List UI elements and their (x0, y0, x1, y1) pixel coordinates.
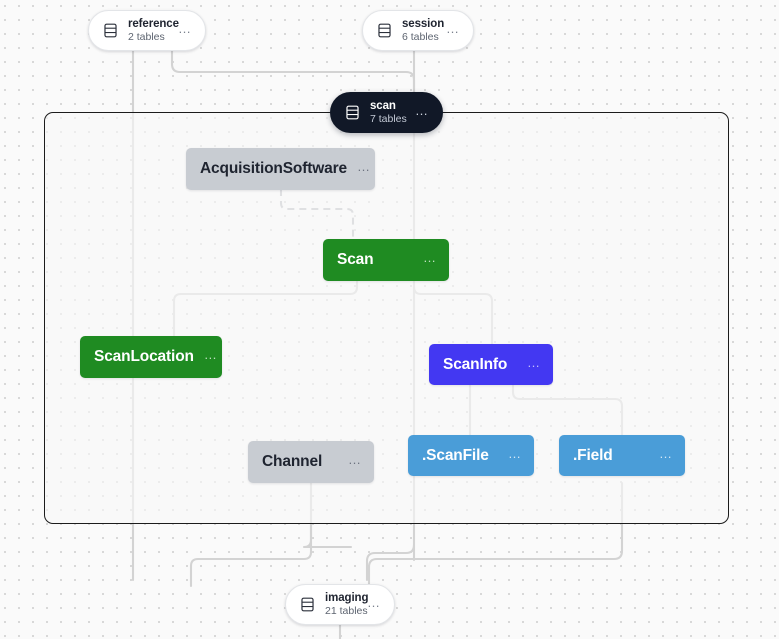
schema-node-title: session (402, 17, 445, 30)
table-node-label: .ScanFile (422, 446, 489, 464)
table-node-menu-icon[interactable]: … (423, 250, 437, 265)
schema-node-text: session 6 tables (402, 17, 445, 44)
edge-session-to-imaging (365, 543, 416, 582)
schema-node-subtitle: 7 tables (370, 112, 407, 125)
table-node-scanlocation[interactable]: ScanLocation … (80, 336, 222, 378)
table-node-menu-icon[interactable]: … (527, 354, 541, 370)
schema-node-scan[interactable]: scan 7 tables … (330, 92, 443, 133)
database-icon (378, 23, 391, 38)
table-node-scanfile[interactable]: .ScanFile … (408, 435, 534, 476)
table-node-label: ScanInfo (443, 355, 508, 373)
table-node-menu-icon[interactable]: … (659, 445, 673, 461)
schema-node-menu-icon[interactable]: … (446, 20, 460, 36)
table-node-label: ScanLocation (94, 348, 194, 365)
schema-node-reference[interactable]: reference 2 tables … (88, 10, 206, 51)
table-node-label: AcquisitionSoftware (200, 160, 347, 177)
schema-node-subtitle: 2 tables (128, 30, 165, 43)
schema-node-subtitle: 6 tables (402, 30, 439, 43)
schema-node-title: scan (370, 99, 396, 112)
database-icon (346, 105, 359, 120)
schema-node-imaging[interactable]: imaging 21 tables … (285, 584, 395, 625)
schema-node-title: imaging (325, 591, 369, 604)
schema-node-text: imaging 21 tables (325, 591, 369, 618)
table-node-field[interactable]: .Field … (559, 435, 685, 476)
schema-node-menu-icon[interactable]: … (367, 594, 381, 610)
table-node-menu-icon[interactable]: … (508, 445, 522, 461)
database-icon (301, 597, 314, 612)
table-node-scan[interactable]: Scan … (323, 239, 449, 281)
schema-node-title: reference (128, 17, 179, 30)
table-node-scaninfo[interactable]: ScanInfo … (429, 344, 553, 385)
schema-node-menu-icon[interactable]: … (415, 102, 429, 118)
database-icon (104, 23, 117, 38)
table-node-menu-icon[interactable]: … (357, 159, 371, 174)
edge-reference-to-scan (170, 47, 416, 97)
schema-node-text: reference 2 tables (128, 17, 179, 44)
table-node-menu-icon[interactable]: … (348, 452, 362, 467)
table-node-label: Scan (337, 251, 374, 268)
table-node-channel[interactable]: Channel … (248, 441, 374, 483)
table-node-acquisitionsoftware[interactable]: AcquisitionSoftware … (186, 148, 375, 190)
table-node-label: .Field (573, 446, 613, 464)
schema-node-subtitle: 21 tables (325, 604, 368, 617)
schema-node-menu-icon[interactable]: … (178, 20, 192, 36)
table-node-label: Channel (262, 453, 323, 470)
schema-node-text: scan 7 tables (370, 99, 407, 126)
schema-node-session[interactable]: session 6 tables … (362, 10, 474, 51)
table-node-menu-icon[interactable]: … (203, 347, 218, 362)
